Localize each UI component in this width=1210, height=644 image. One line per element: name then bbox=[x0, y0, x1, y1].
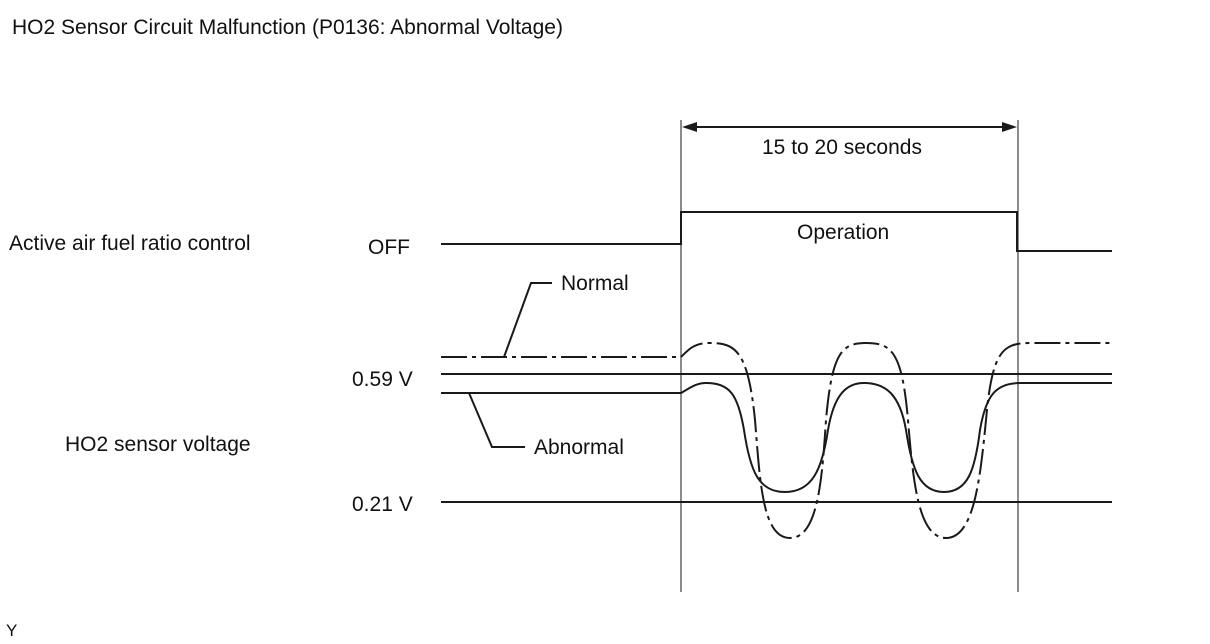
abnormal-label: Abnormal bbox=[534, 436, 624, 459]
duration-arrow bbox=[682, 122, 1017, 132]
ho2-voltage-label: HO2 sensor voltage bbox=[65, 433, 251, 456]
voltage-high-label: 0.59 V bbox=[352, 368, 413, 391]
voltage-low-label: 0.21 V bbox=[352, 493, 413, 516]
diagram-title: HO2 Sensor Circuit Malfunction (P0136: A… bbox=[12, 16, 563, 39]
abnormal-signal-curve bbox=[441, 381, 1112, 494]
figure-id: Y bbox=[6, 621, 18, 640]
duration-label: 15 to 20 seconds bbox=[762, 136, 922, 159]
off-label: OFF bbox=[368, 236, 410, 259]
abnormal-leader-line bbox=[468, 392, 525, 448]
operation-label: Operation bbox=[797, 221, 890, 244]
normal-label: Normal bbox=[561, 272, 629, 295]
normal-signal-curve bbox=[441, 341, 1112, 540]
active-control-label: Active air fuel ratio control bbox=[9, 232, 251, 255]
normal-leader-line bbox=[503, 282, 552, 358]
active-control-signal bbox=[441, 211, 1112, 252]
